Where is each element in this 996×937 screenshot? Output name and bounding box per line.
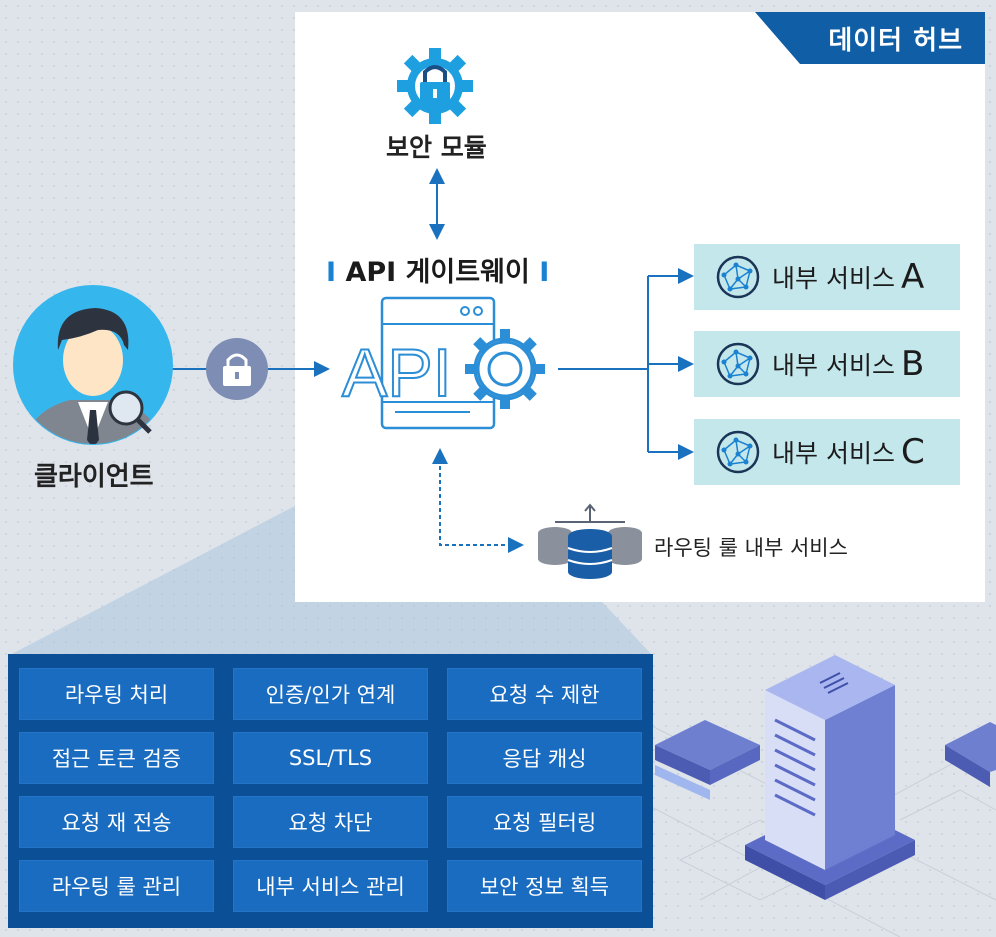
routing-label: 라우팅 룰 내부 서비스 <box>654 536 848 560</box>
network-globe-icon <box>716 342 760 386</box>
small-server-left <box>655 720 760 800</box>
feature-cell: 요청 수 제한 <box>447 668 642 720</box>
service-b-box: 내부 서비스 B <box>694 331 960 397</box>
network-globe-icon <box>716 430 760 474</box>
feature-grid-panel: 라우팅 처리 인증/인가 연계 요청 수 제한 접근 토큰 검증 SSL/TLS… <box>8 654 653 928</box>
security-module-label: 보안 모듈 <box>386 133 487 162</box>
feature-cell: 요청 차단 <box>233 796 428 848</box>
gateway-bar-left: I <box>326 257 337 288</box>
feature-cell: 보안 정보 획득 <box>447 860 642 912</box>
routing-dashed-arrow <box>439 452 524 553</box>
hub-badge: 데이터 허브 <box>755 12 985 64</box>
service-a-box: 내부 서비스 A <box>694 244 960 310</box>
feature-cell: 응답 캐싱 <box>447 732 642 784</box>
api-logo-text: API <box>342 335 452 411</box>
small-server-right <box>945 722 996 787</box>
service-c-box: 내부 서비스 C <box>694 419 960 485</box>
feature-cell: 내부 서비스 관리 <box>233 860 428 912</box>
service-c-label: 내부 서비스 <box>772 439 895 468</box>
gateway-bar-right: I <box>539 257 550 288</box>
feature-cell: 요청 재 전송 <box>19 796 214 848</box>
service-c-letter: C <box>900 432 925 472</box>
network-globe-icon <box>716 255 760 299</box>
service-b-label: 내부 서비스 <box>772 351 895 380</box>
server-tower <box>745 655 915 900</box>
feature-cell: 라우팅 처리 <box>19 668 214 720</box>
service-a-letter: A <box>900 257 925 297</box>
service-a-label: 내부 서비스 <box>772 264 895 293</box>
feature-cell: 라우팅 룰 관리 <box>19 860 214 912</box>
client-label: 클라이언트 <box>34 462 154 492</box>
feature-cell: 요청 필터링 <box>447 796 642 848</box>
gateway-title: I API 게이트웨이 I <box>326 250 549 289</box>
gateway-label: API 게이트웨이 <box>345 257 530 288</box>
feature-cell: 인증/인가 연계 <box>233 668 428 720</box>
service-b-letter: B <box>900 344 925 384</box>
feature-cell: SSL/TLS <box>233 732 428 784</box>
feature-cell: 접근 토큰 검증 <box>19 732 214 784</box>
